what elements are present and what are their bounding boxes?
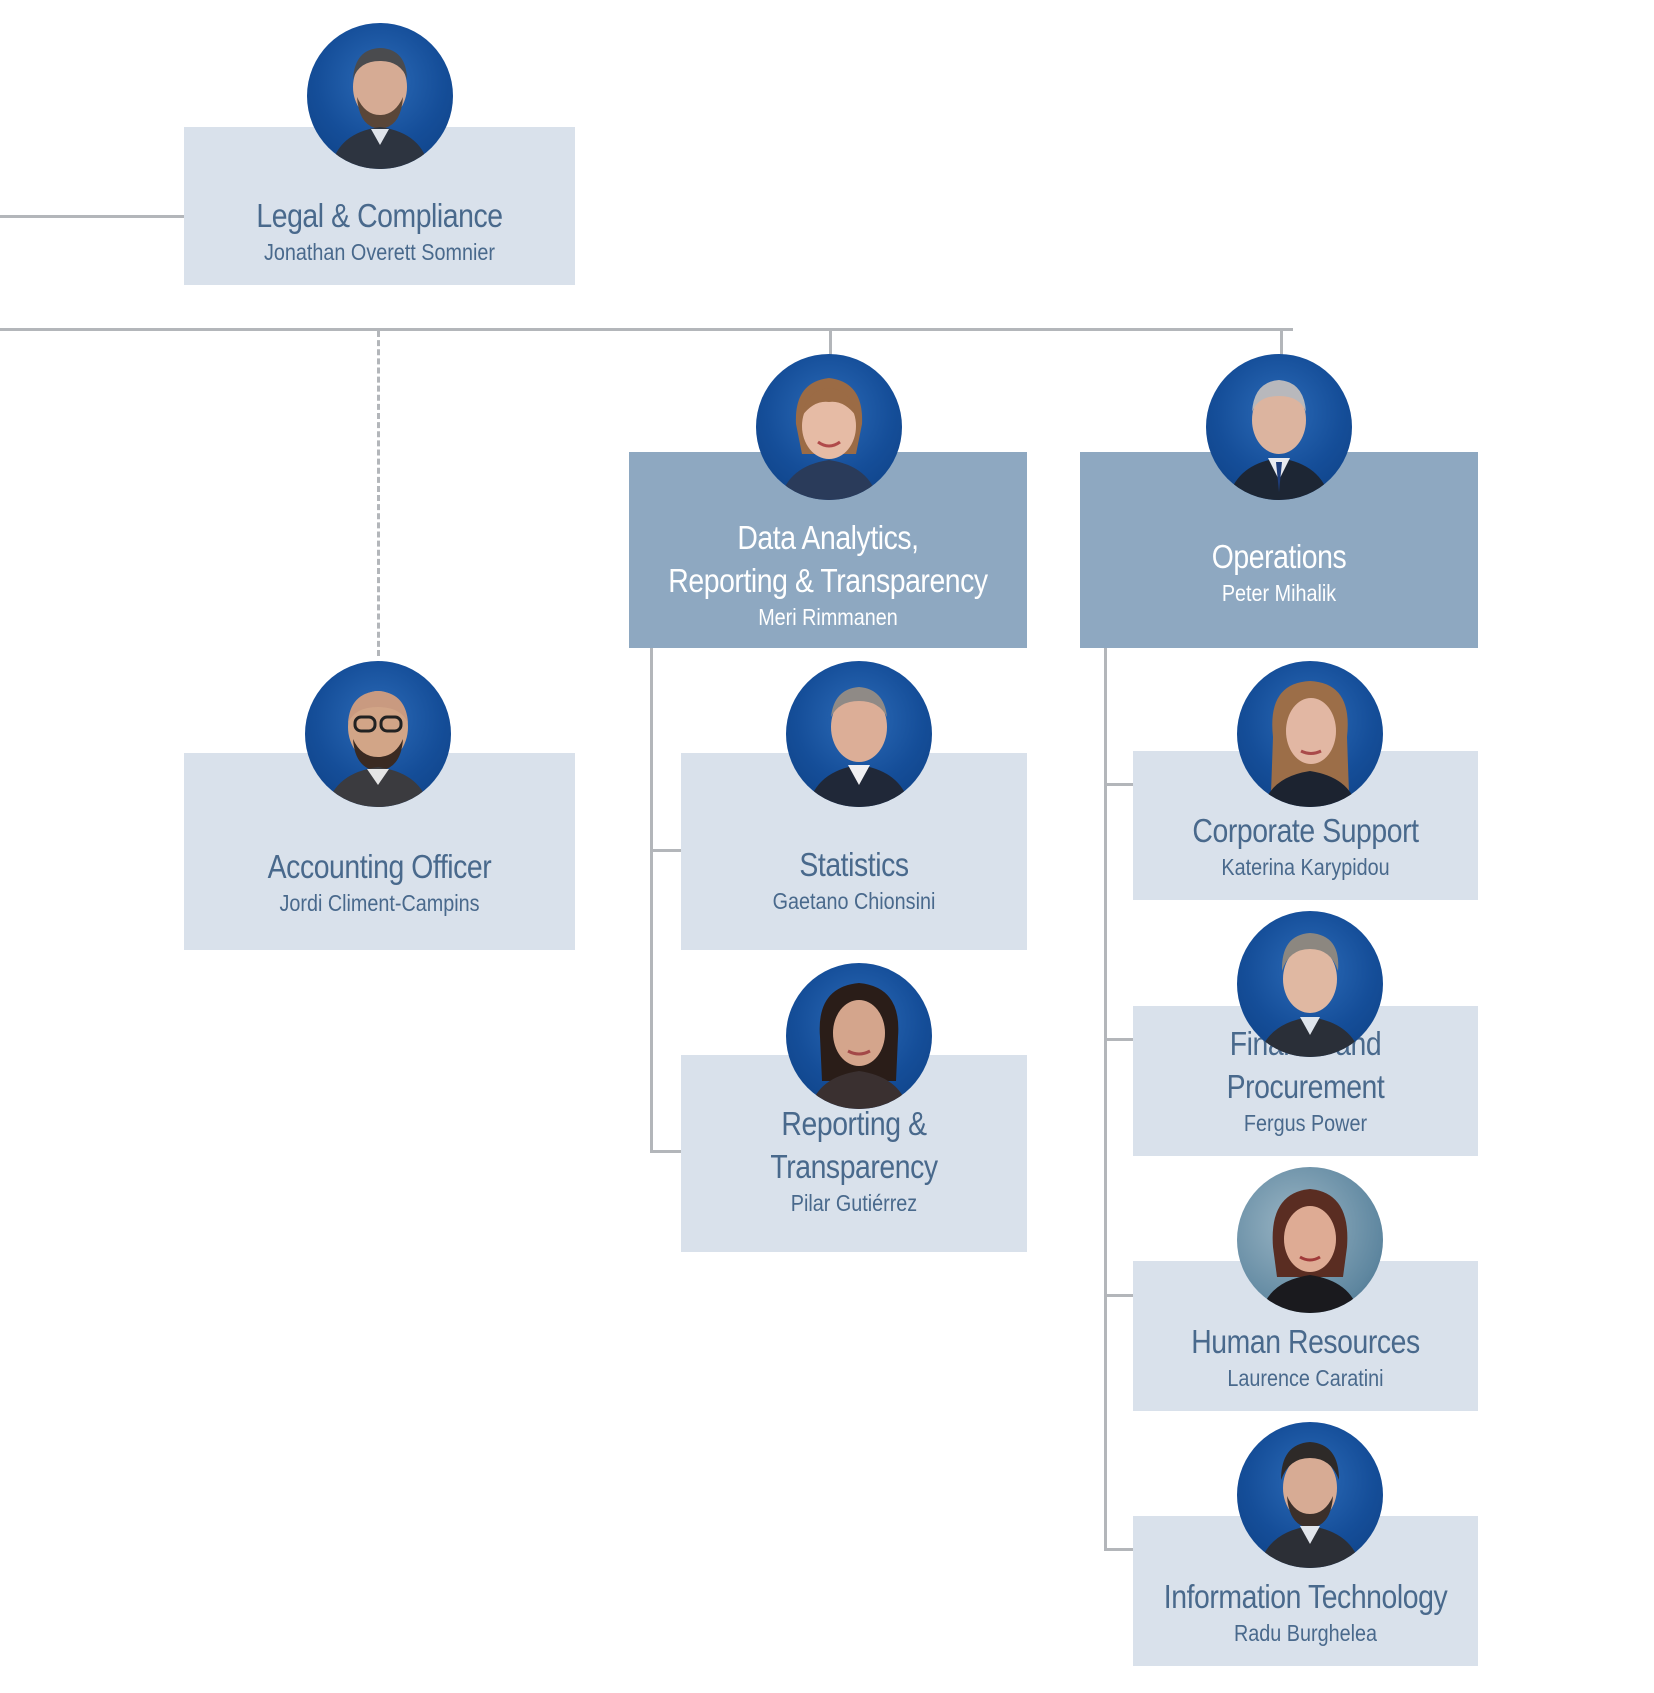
connector-statistics: [650, 849, 682, 852]
connector-operations: [1280, 328, 1283, 358]
connector-ops-vertical: [1104, 648, 1107, 1551]
portrait-operations: [1206, 354, 1352, 500]
connector-corporate-support: [1104, 783, 1134, 786]
node-title: Statistics: [799, 846, 909, 883]
node-title: Information Technology: [1163, 1578, 1448, 1615]
portrait-hr: [1237, 1167, 1383, 1313]
node-name: Katerina Karypidou: [1221, 854, 1390, 880]
node-name: Peter Mihalik: [1221, 580, 1337, 606]
node-name: Gaetano Chionsini: [772, 888, 936, 914]
portrait-it: [1237, 1422, 1383, 1568]
node-name: Jordi Climent-Campins: [279, 890, 480, 916]
portrait-statistics: [786, 661, 932, 807]
connector-legal: [0, 215, 185, 218]
connector-reporting: [650, 1150, 682, 1153]
node-title: Operations: [1211, 538, 1347, 575]
connector-it: [1104, 1548, 1134, 1551]
node-title: Accounting Officer: [267, 848, 492, 885]
node-name: Laurence Caratini: [1227, 1365, 1384, 1391]
connector-finance: [1104, 1038, 1134, 1041]
node-title-line2: Reporting & Transparency: [668, 562, 988, 599]
node-title: Reporting & Transparency: [770, 1105, 938, 1185]
node-name: Radu Burghelea: [1234, 1620, 1377, 1646]
node-title: Corporate Support: [1192, 812, 1419, 849]
portrait-legal: [307, 23, 453, 169]
connector-accounting-dashed: [377, 331, 380, 656]
portrait-accounting: [305, 661, 451, 807]
node-title: Legal & Compliance: [256, 197, 503, 234]
connector-hr: [1104, 1294, 1134, 1297]
portrait-finance: [1237, 911, 1383, 1057]
connector-da-vertical: [650, 648, 653, 1153]
portrait-reporting: [786, 963, 932, 1109]
portrait-data-analytics: [756, 354, 902, 500]
node-name: Pilar Gutiérrez: [790, 1190, 918, 1216]
node-title: Human Resources: [1191, 1323, 1420, 1360]
node-title-line1: Data Analytics,: [737, 519, 919, 556]
node-name: Fergus Power: [1243, 1110, 1368, 1136]
portrait-corporate-support: [1237, 661, 1383, 807]
connector-data-analytics: [829, 328, 832, 358]
connector-main-horizontal: [0, 328, 1293, 331]
node-name: Meri Rimmanen: [758, 604, 898, 630]
node-name: Jonathan Overett Somnier: [264, 239, 495, 265]
